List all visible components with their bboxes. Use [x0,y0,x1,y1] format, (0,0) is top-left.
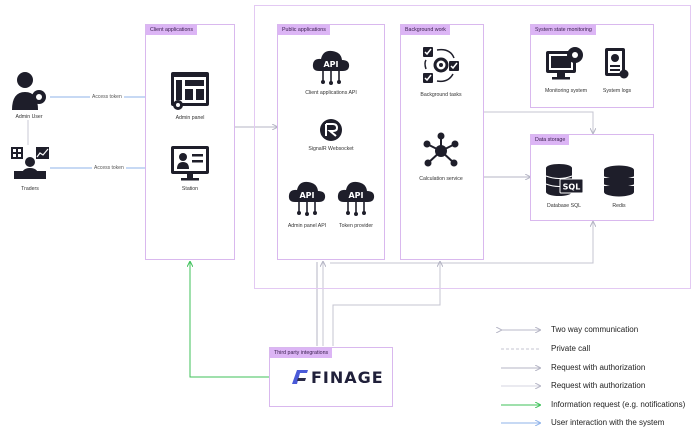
node-label-admin-panel: Admin panel [175,115,205,121]
station-icon [171,146,209,181]
node-label-background-tasks: Background tasks [420,92,462,98]
node-label-system-logs: System logs [602,88,632,94]
node-label-calculation-service: Calculation service [419,176,463,182]
edge-finage-to-background [332,262,440,346]
group-label: Background work [401,25,450,35]
node-label-signalr: SignalR Websocket [308,146,354,152]
api-text: API [299,191,314,200]
admin-user-icon [12,72,46,110]
finage-logo-text: FINAGE [311,368,384,387]
api-cloud-icon: API [337,181,375,216]
node-label-database-sql: Database SQL [546,203,582,209]
node-label-monitoring-system: Monitoring system [544,88,588,94]
edge-label-access-token: Access token [92,165,126,171]
logs-document-icon [605,48,629,79]
api-cloud-icon: API [288,181,326,216]
group-label: Data storage [531,135,570,145]
node-label-admin-panel-api: Admin panel API [287,223,327,229]
legend-request-auth: Request with authorization [551,363,646,372]
legend-information-request: Information request (e.g. notifications) [551,400,686,409]
tasks-cycle-icon [423,47,459,83]
edge-public-to-storage [330,222,593,264]
group-label: Third party integrations [270,348,333,358]
api-text: API [348,191,363,200]
network-hub-icon [423,132,459,167]
group-label: Client applications [146,25,197,35]
group-label: Public applications [278,25,330,35]
system-boundary [254,5,691,289]
signalr-icon [320,119,342,141]
api-cloud-icon: API [312,50,350,85]
legend-private-call: Private call [551,344,591,353]
group-third-party: Third party integrations [269,347,393,407]
traders-icon [11,147,49,179]
monitoring-gear-icon [546,47,583,80]
group-label: System state monitoring [531,25,596,35]
legend-user-interaction: User interaction with the system [551,418,665,427]
legend-two-way: Two way communication [551,325,639,334]
group-client-applications: Client applications [145,24,235,260]
legend-lines [501,330,540,423]
node-label-client-api: Client applications API [305,90,357,96]
node-label-traders: Traders [21,186,39,192]
finage-logo-icon [292,370,308,384]
redis-stack-icon [603,165,635,197]
edge-finage-to-client [190,262,274,378]
node-label-admin-user: Admin User [15,114,43,120]
node-label-station: Station [181,186,199,192]
api-text: API [323,60,338,69]
edge-background-to-storage-top [484,111,593,133]
database-sql-icon: SQL [545,164,584,196]
node-label-redis: Redis [612,203,626,209]
legend-request-auth-light: Request with authorization [551,381,646,390]
edge-label-access-token: Access token [90,94,124,100]
sql-text: SQL [563,183,581,192]
node-label-token-provider: Token provider [338,223,374,229]
admin-panel-icon [171,72,209,110]
